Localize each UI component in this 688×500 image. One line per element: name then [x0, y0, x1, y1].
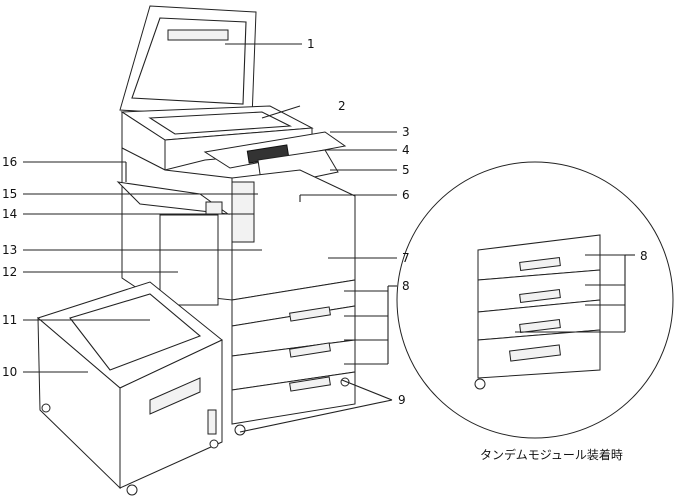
callout-15: 15 — [2, 187, 17, 201]
inset-trays — [474, 234, 601, 390]
right-body — [231, 169, 356, 301]
callout-8-inset: 8 — [640, 249, 648, 263]
inset-caption: タンデムモジュール装着時 — [480, 447, 623, 462]
caster — [234, 424, 246, 436]
callout-12: 12 — [2, 265, 17, 279]
callout-4: 4 — [402, 143, 410, 157]
bypass-guide — [205, 201, 223, 215]
front-cover — [159, 214, 219, 306]
leader-lines — [23, 43, 635, 433]
callout-3: 3 — [402, 125, 410, 139]
callout-9: 9 — [398, 393, 406, 407]
callout-labels: 1 2 3 4 5 6 7 8 8 9 10 11 12 13 14 15 16 — [2, 37, 648, 407]
side-panel — [231, 181, 255, 243]
callout-10: 10 — [2, 365, 17, 379]
high-capacity-feeder — [36, 281, 223, 496]
callout-13: 13 — [2, 243, 17, 257]
cover-handle — [167, 29, 229, 41]
callout-5: 5 — [402, 163, 410, 177]
multifunction-printer — [116, 5, 356, 436]
callout-8: 8 — [402, 279, 410, 293]
callout-16: 16 — [2, 155, 17, 169]
callout-14: 14 — [2, 207, 17, 221]
paper-trays — [231, 279, 356, 425]
callout-6: 6 — [402, 188, 410, 202]
callout-11: 11 — [2, 313, 17, 327]
callout-1: 1 — [307, 37, 315, 51]
callout-7: 7 — [402, 251, 410, 265]
inset-zoom: タンデムモジュール装着時 — [396, 161, 674, 462]
callout-2: 2 — [338, 99, 346, 113]
